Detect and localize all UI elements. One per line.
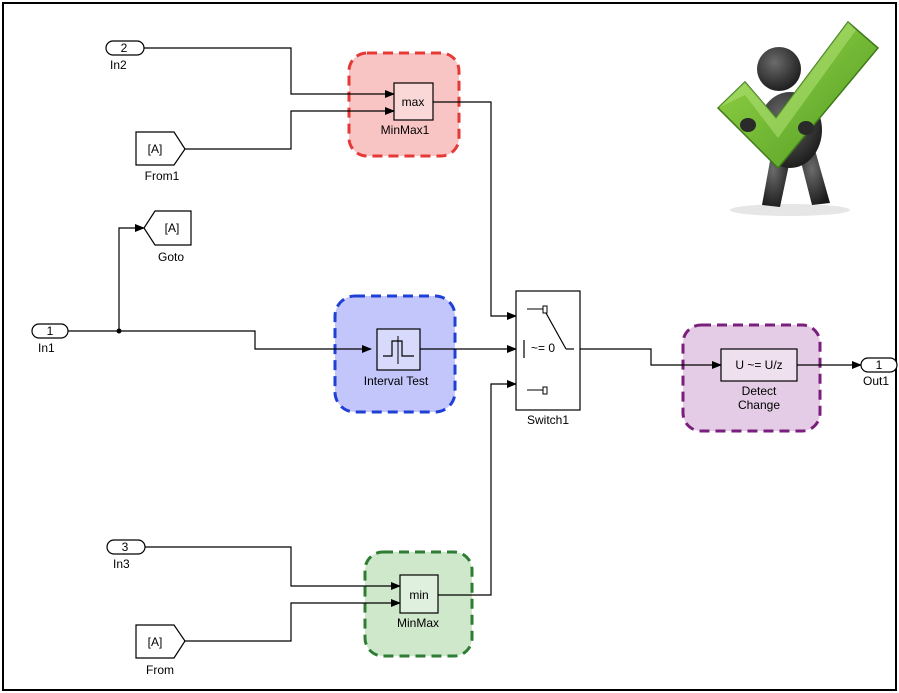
signal-lines xyxy=(68,47,862,642)
person-with-checkmark-icon xyxy=(716,20,880,216)
detect-change-expr: U ~= U/z xyxy=(735,358,782,372)
from-block-from1[interactable]: [A] From1 xyxy=(135,131,186,183)
minmax-label: MinMax xyxy=(397,616,439,630)
switch-label: Switch1 xyxy=(527,413,569,427)
minmax1-block[interactable]: max MinMax1 xyxy=(381,82,434,137)
detect-change-highlight xyxy=(681,323,822,433)
from-block-from[interactable]: [A] From xyxy=(135,624,186,677)
inport-in2[interactable]: 2 In2 xyxy=(105,40,145,72)
branch-point xyxy=(116,328,122,334)
from1-tag: [A] xyxy=(148,142,163,156)
interval-test-highlight xyxy=(333,294,457,414)
inport-in3-label: In3 xyxy=(113,557,130,571)
outport-out1-label: Out1 xyxy=(863,374,889,388)
interval-pulse-icon xyxy=(383,340,414,357)
outport-out1[interactable]: 1 Out1 xyxy=(860,357,898,388)
minmax1-label: MinMax1 xyxy=(381,123,430,137)
inport-in2-label: In2 xyxy=(110,58,127,72)
inport-in1[interactable]: 1 In1 xyxy=(31,323,69,355)
interval-test-label: Interval Test xyxy=(364,374,429,388)
detect-change-block[interactable]: U ~= U/z Detect Change xyxy=(720,348,798,412)
goto-tag: [A] xyxy=(165,221,180,235)
inport-in1-label: In1 xyxy=(38,341,55,355)
goto-block[interactable]: [A] Goto xyxy=(143,210,192,264)
detect-change-label-line2: Change xyxy=(738,398,780,412)
from-label: From xyxy=(146,663,174,677)
detect-change-label-line1: Detect xyxy=(742,384,777,398)
switch-criteria: ~= 0 xyxy=(531,341,555,355)
inport-in1-number: 1 xyxy=(47,324,54,338)
switch-block[interactable]: ~= 0 Switch1 xyxy=(515,290,581,427)
interval-test-block[interactable]: Interval Test xyxy=(364,328,429,388)
inport-in2-number: 2 xyxy=(121,41,128,55)
outport-out1-number: 1 xyxy=(876,358,883,372)
goto-label: Goto xyxy=(158,250,184,264)
minmax-block[interactable]: min MinMax xyxy=(397,574,439,630)
from-tag: [A] xyxy=(148,635,163,649)
inport-in3-number: 3 xyxy=(122,540,129,554)
inport-in3[interactable]: 3 In3 xyxy=(106,539,146,571)
minmax-highlight xyxy=(363,550,474,658)
minmax1-op: max xyxy=(402,95,425,109)
minmax1-highlight xyxy=(347,51,461,158)
from1-label: From1 xyxy=(145,169,180,183)
minmax-op: min xyxy=(409,588,428,602)
